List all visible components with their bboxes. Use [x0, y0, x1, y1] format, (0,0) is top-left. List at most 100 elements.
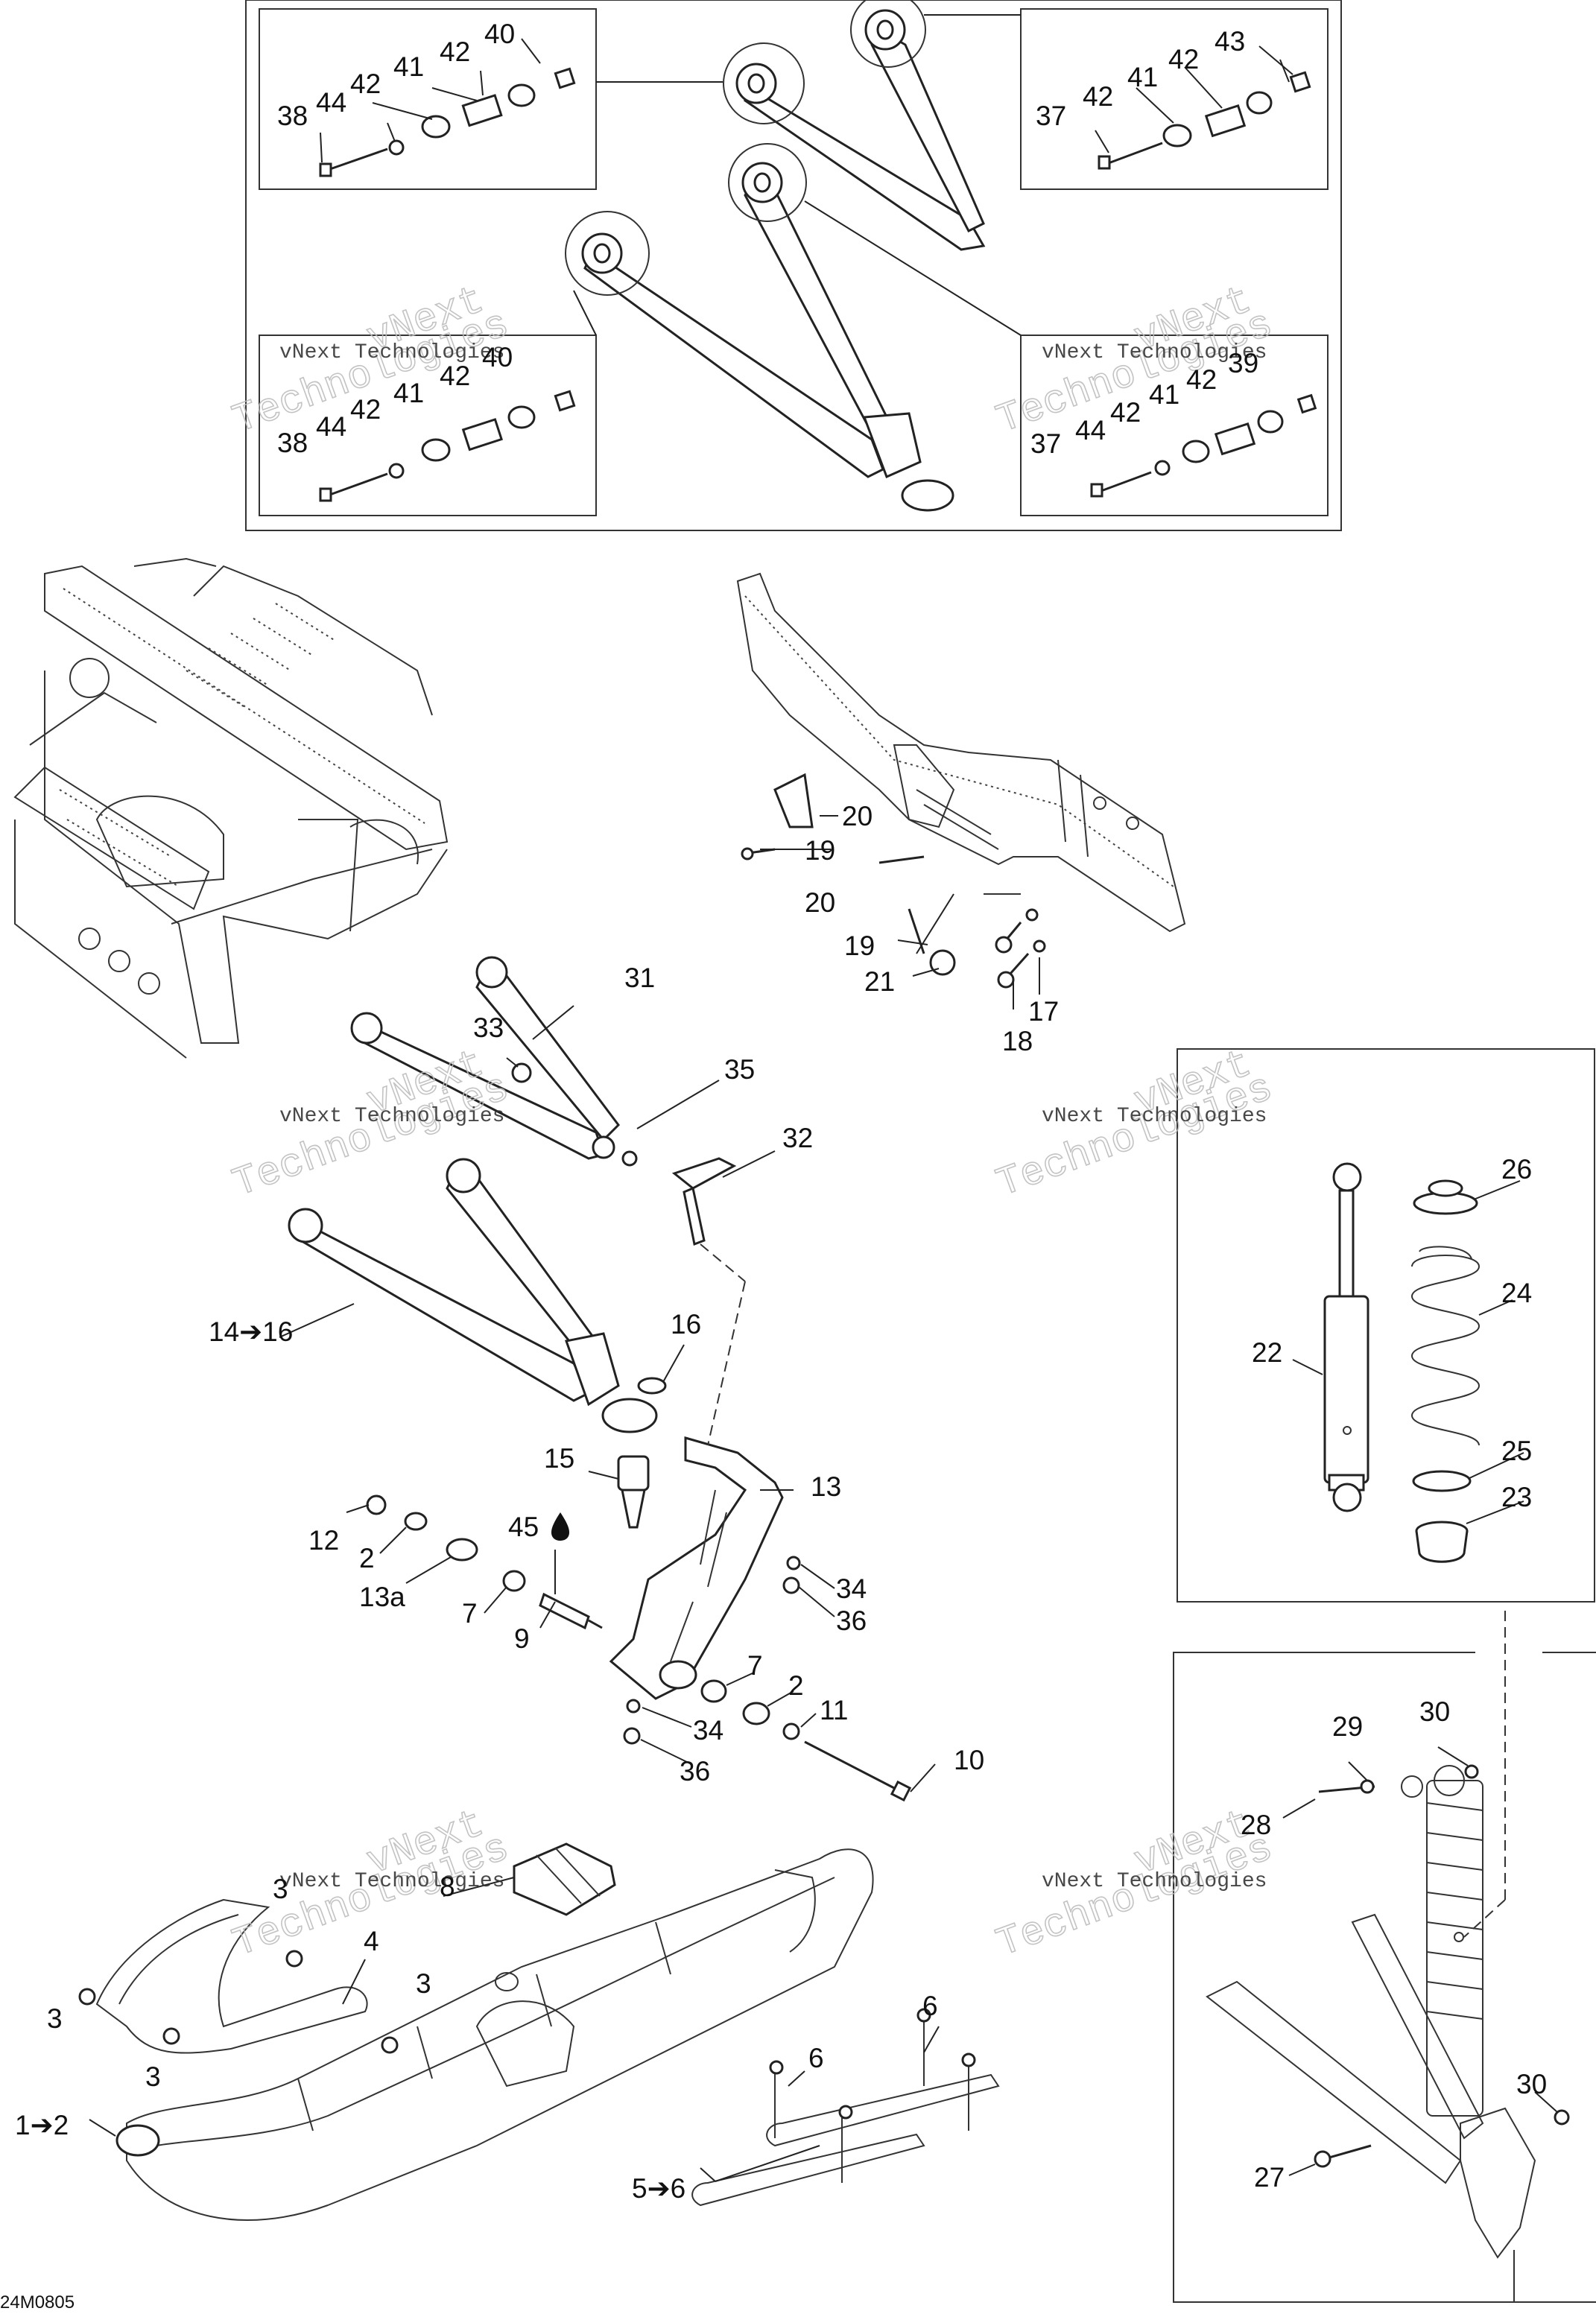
callout-33: 33: [473, 1012, 504, 1043]
callout-19: 19: [805, 835, 835, 866]
callout-6: 6: [922, 1991, 938, 2021]
callout-43: 43: [1215, 26, 1245, 57]
shock-installation-detail-panel: [1173, 1652, 1596, 2303]
callout-31: 31: [624, 963, 655, 993]
callout-26: 26: [1501, 1154, 1532, 1185]
bracket-hardware: [741, 773, 1046, 1009]
callout-44: 44: [1075, 415, 1106, 446]
callout-29: 29: [1332, 1711, 1363, 1742]
part-callouts: 40 42 41 42 44 38 43 42 41 42 37 40 42 4…: [15, 19, 1547, 2204]
callout-1-2: 1➔2: [15, 2110, 69, 2140]
callout-41: 41: [1127, 62, 1158, 92]
callout-39: 39: [1228, 348, 1258, 378]
callout-3: 3: [416, 1968, 431, 1999]
callout-13: 13: [811, 1471, 841, 1502]
callout-36: 36: [680, 1756, 710, 1787]
watermark-sub-text: vNext Technologies: [279, 341, 504, 364]
spring-drawing: [1410, 1179, 1481, 1563]
callout-35: 35: [724, 1054, 755, 1085]
callout-38: 38: [277, 428, 308, 458]
callout-38: 38: [277, 101, 308, 131]
ball-joint: [617, 1455, 650, 1529]
callout-42: 42: [350, 69, 381, 99]
center-leaders: [279, 1005, 936, 1792]
frame-bracket-drawing: [736, 572, 1186, 933]
callout-14-16: 14➔16: [209, 1316, 293, 1347]
callout-3: 3: [47, 2003, 63, 2034]
callout-24: 24: [1501, 1278, 1532, 1308]
shock-absorber-detail-panel: [1177, 1048, 1595, 1603]
watermark-sub-text: vNext Technologies: [1042, 1105, 1267, 1128]
callout-42: 42: [1083, 81, 1113, 112]
shock-panel-leaders: [1292, 1180, 1524, 1524]
upper-a-arm-assembly: [350, 956, 737, 1246]
callout-27: 27: [1254, 2162, 1285, 2193]
callout-9: 9: [514, 1623, 530, 1654]
callout-44: 44: [316, 411, 346, 442]
watermark-sub-text: vNext Technologies: [279, 1870, 504, 1893]
callout-7: 7: [462, 1598, 478, 1629]
callout-15: 15: [544, 1443, 574, 1474]
callout-34: 34: [836, 1573, 867, 1604]
a-arm-bushing-detail-panel: [245, 0, 1342, 531]
callout-2: 2: [788, 1670, 804, 1701]
callout-41: 41: [1149, 379, 1179, 410]
callout-30: 30: [1516, 2069, 1547, 2099]
ski-runners-drawing: [691, 2008, 1000, 2207]
grease-drop-icon: [551, 1512, 569, 1541]
callout-18: 18: [1002, 1026, 1033, 1056]
callout-12: 12: [308, 1525, 339, 1556]
callout-20: 20: [805, 887, 835, 918]
lower-a-arm-drawing: [565, 143, 954, 512]
callout-10: 10: [954, 1745, 984, 1775]
bushing-hardware-group-top-right: [1098, 71, 1311, 170]
callout-42: 42: [1168, 44, 1199, 75]
callout-19: 19: [844, 931, 875, 961]
callout-3: 3: [145, 2061, 161, 2092]
callout-21: 21: [864, 966, 895, 997]
callout-45: 45: [508, 1512, 539, 1542]
callout-6: 6: [808, 2043, 824, 2073]
shock-absorber-drawing: [1323, 1162, 1369, 1512]
callout-34: 34: [693, 1715, 723, 1746]
callout-17: 17: [1028, 996, 1059, 1027]
callout-8: 8: [440, 1871, 455, 1902]
callout-3: 3: [273, 1874, 288, 1904]
callout-20: 20: [842, 801, 873, 831]
shock-installation-drawing: [1206, 1611, 1570, 2302]
callout-40: 40: [484, 19, 515, 49]
shock-installation-leaders: [1282, 1746, 1558, 2176]
steering-spindle: [609, 1243, 784, 1700]
callout-40: 40: [482, 342, 513, 373]
callout-41: 41: [393, 378, 424, 408]
callout-28: 28: [1241, 1810, 1271, 1840]
callout-36: 36: [836, 1605, 867, 1636]
lower-a-arm-assembly: [288, 1158, 667, 1433]
callout-42: 42: [440, 361, 470, 391]
bushing-hardware-group-bottom-left: [319, 390, 576, 502]
callout-16: 16: [671, 1309, 701, 1340]
watermark-sub-text: vNext Technologies: [279, 1105, 504, 1128]
top-panel-leaders: [320, 38, 1293, 163]
callout-37: 37: [1036, 101, 1066, 131]
callout-37: 37: [1030, 428, 1061, 459]
callout-42: 42: [1186, 364, 1217, 395]
callout-2: 2: [359, 1543, 375, 1573]
ski-handle-cover-drawing: [513, 1842, 616, 1916]
ski-leaders: [89, 1877, 940, 2182]
callout-5-6: 5➔6: [632, 2173, 685, 2204]
callout-30: 30: [1419, 1696, 1450, 1727]
chassis-frame-drawing: [13, 557, 449, 1059]
callout-7: 7: [747, 1650, 763, 1681]
callout-41: 41: [393, 51, 424, 82]
detail-leader-lines: [573, 14, 1022, 336]
watermark-sub-text: vNext Technologies: [1042, 341, 1267, 364]
callout-11: 11: [820, 1695, 848, 1725]
callout-22: 22: [1252, 1337, 1282, 1368]
callout-42: 42: [350, 394, 381, 425]
watermark-sub-text: vNext Technologies: [1042, 1870, 1267, 1893]
callout-13a: 13a: [359, 1582, 405, 1612]
ski-drawing: [115, 1848, 874, 2221]
upper-a-arm-drawing: [723, 0, 986, 251]
